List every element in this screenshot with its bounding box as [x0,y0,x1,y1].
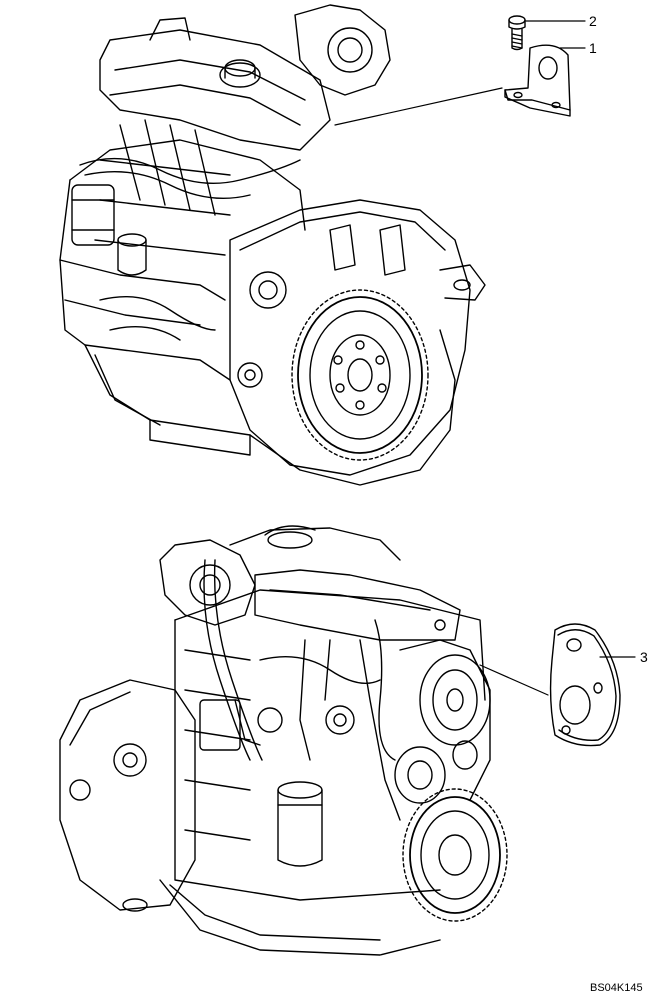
bolt-icon [508,15,526,51]
engine-top-illustration [59,4,486,486]
leader-line-3 [479,664,549,696]
callout-3: 3 [640,649,648,665]
reference-code: BS04K145 [590,982,643,994]
engine-bottom-illustration [59,525,508,956]
leader-line-1 [334,87,503,126]
callout-1: 1 [589,40,597,56]
lifting-bracket-icon [504,44,571,117]
callout-2: 2 [589,13,597,29]
cover-plate-icon [549,623,621,747]
